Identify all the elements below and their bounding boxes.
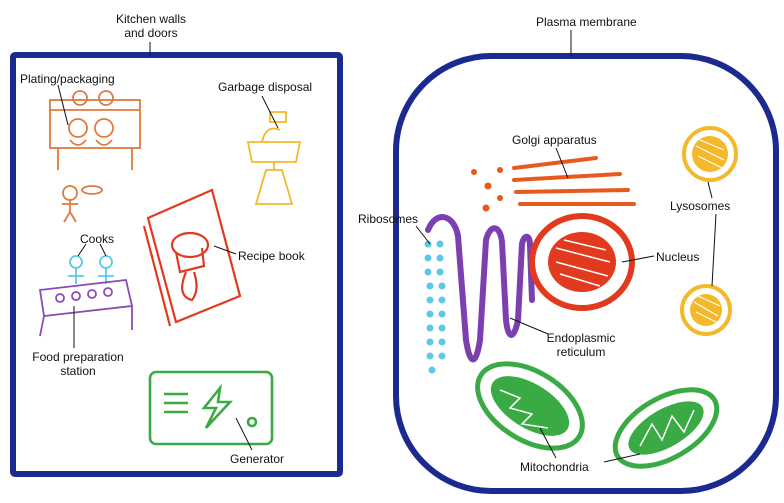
nucleus-label: Nucleus [656,250,700,264]
plating-drawing [49,90,141,223]
mitochondria-label: Mitochondria [520,460,589,474]
cooks-leader-2 [99,243,107,257]
station-label-line2: station [60,364,96,378]
plasma-membrane [393,53,779,494]
nucleus-leader [621,255,655,263]
endoplasmic-reticulum [425,214,535,363]
lysosomes [680,126,738,336]
lysosomes-leader-2 [711,213,717,287]
kitchen-walls [10,52,343,477]
er-leader [509,317,549,335]
cooks-drawing [68,255,114,284]
generator-drawing [148,370,274,446]
er-label: Endoplasmic reticulum [540,331,622,359]
ribosomes-label: Ribosomes [358,212,419,226]
mitochondrion-2 [612,387,720,469]
lysosomes-label: Lysosomes [670,199,731,213]
mitochondria-leader-2 [603,453,641,463]
kitchen-walls-label-line2: and doors [124,26,178,40]
station-label-line1: Food preparation [32,350,124,364]
garbage-drawing [246,111,302,205]
mitochondria-leader-1 [539,427,557,459]
golgi-apparatus [471,156,636,212]
kitchen-walls-label: Kitchen walls and doors [110,12,192,40]
golgi-leader [555,147,569,179]
kitchen-walls-label-line1: Kitchen walls [115,12,187,26]
recipe-leader [213,245,237,255]
cooks-label: Cooks [80,232,115,246]
golgi-label: Golgi apparatus [512,133,597,147]
station-label: Food preparation station [28,350,128,378]
recipe-book-drawing [142,188,242,327]
garbage-leader [261,95,279,129]
nucleus [529,213,635,311]
er-label-line1: Endoplasmic [546,331,616,345]
station-drawing [38,279,134,337]
plating-label: Plating/packaging [20,72,115,86]
lysosomes-leader-1 [707,181,713,199]
ribosomes-leader [415,225,431,245]
er-label-line2: reticulum [556,345,606,359]
membrane-label: Plasma membrane [536,15,637,29]
cooks-leader-1 [77,243,87,257]
ribosomes [424,240,446,374]
generator-leader [235,417,253,451]
generator-label: Generator [230,452,285,466]
plating-leader [57,84,69,126]
recipe-label: Recipe book [238,249,305,263]
garbage-label: Garbage disposal [218,80,313,94]
mitochondrion-1 [475,361,585,451]
